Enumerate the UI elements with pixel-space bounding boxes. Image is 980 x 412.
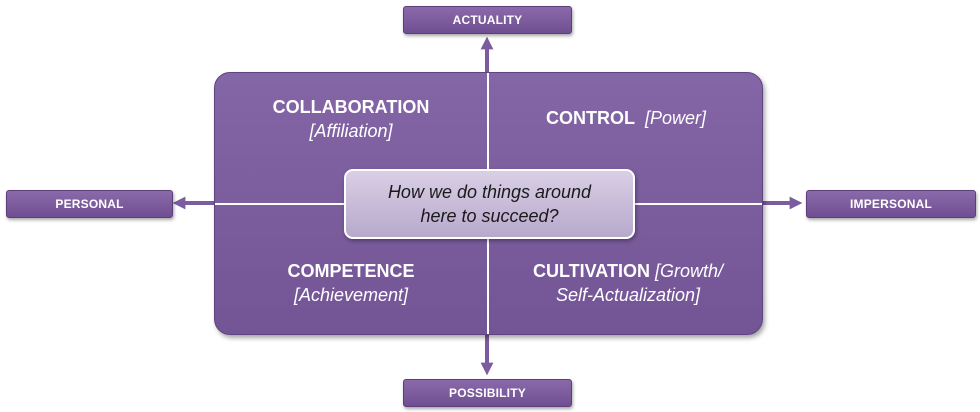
quadrant-competence: COMPETENCE [Achievement]: [215, 259, 487, 307]
axis-label-impersonal: IMPERSONAL: [806, 190, 976, 218]
quadrant-matrix: COLLABORATION [Affiliation] CONTROL [Pow…: [214, 72, 763, 335]
center-question-line1: How we do things around: [387, 182, 592, 202]
center-question-line2: here to succeed?: [420, 206, 559, 226]
quadrant-collaboration: COLLABORATION [Affiliation]: [215, 95, 487, 143]
quadrant-control: CONTROL [Power]: [490, 106, 762, 130]
quadrant-title: COLLABORATION: [272, 97, 430, 117]
quadrant-subtitle-line1: [Growth/: [654, 261, 724, 281]
center-question-box: How we do things around here to succeed?: [344, 169, 635, 239]
axis-label-personal: PERSONAL: [6, 190, 173, 218]
quadrant-cultivation: CULTIVATION [Growth/ Self-Actualization]: [497, 259, 759, 307]
quadrant-subtitle: [Affiliation]: [309, 121, 393, 141]
quadrant-title: CONTROL: [545, 108, 635, 128]
quadrant-subtitle: [Power]: [644, 108, 707, 128]
quadrant-title: CULTIVATION: [532, 261, 650, 281]
quadrant-subtitle-line2: Self-Actualization]: [555, 285, 701, 305]
axis-label-possibility: POSSIBILITY: [403, 379, 572, 407]
quadrant-subtitle: [Achievement]: [293, 285, 409, 305]
axis-label-actuality: ACTUALITY: [403, 6, 572, 34]
quadrant-title: COMPETENCE: [287, 261, 415, 281]
center-question: How we do things around here to succeed?: [360, 180, 620, 228]
